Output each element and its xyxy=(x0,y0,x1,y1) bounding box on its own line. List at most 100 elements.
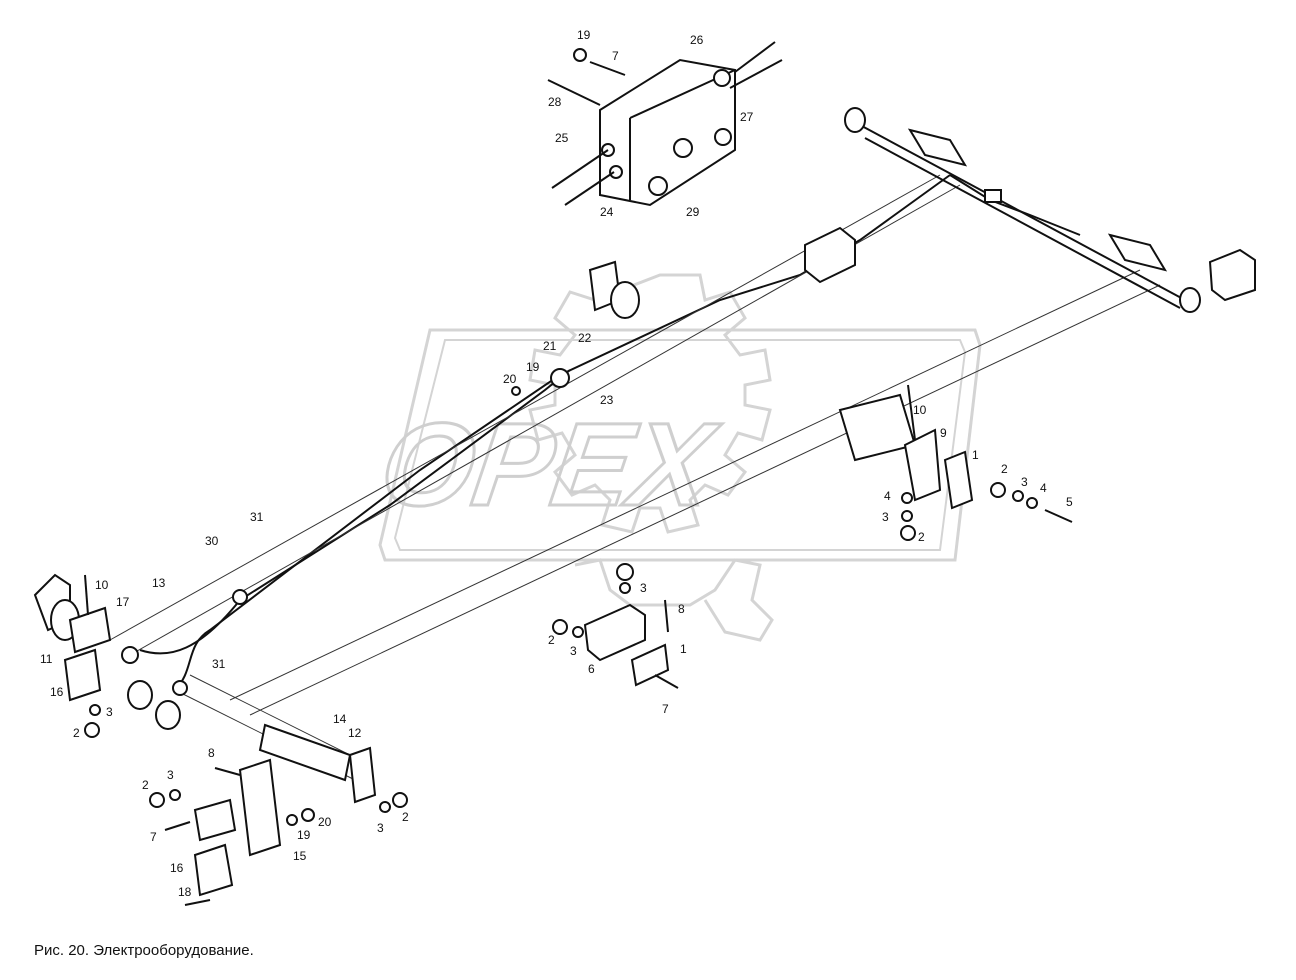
right-bolt-5 xyxy=(1044,509,1073,523)
callout-left-10: 10 xyxy=(95,578,109,592)
callout-right-3b: 3 xyxy=(882,510,889,524)
hanger-tube xyxy=(610,281,640,319)
lamp-cable xyxy=(949,174,1081,236)
center-hanger xyxy=(511,260,640,396)
right-bracket-9 xyxy=(903,428,942,502)
terminal-nut-3 xyxy=(673,138,693,158)
rail-4 xyxy=(249,284,1161,716)
callout-right-2b: 2 xyxy=(918,530,925,544)
callout-left-17: 17 xyxy=(116,595,130,609)
wire-out-2 xyxy=(729,59,783,89)
watermark-gear xyxy=(528,273,772,534)
callout-cen-8: 8 xyxy=(678,602,685,616)
junction-box xyxy=(547,41,783,207)
callout-cen-2: 2 xyxy=(548,633,555,647)
left-washer-3c xyxy=(169,789,181,801)
callout-left-3c: 3 xyxy=(167,768,174,782)
callout-cen-1: 1 xyxy=(680,642,687,656)
right-nut-2b xyxy=(900,525,916,541)
left-bracket-15 xyxy=(238,758,282,857)
left-assembly xyxy=(33,573,408,906)
left-plate-lower xyxy=(193,798,237,842)
right-washer-3 xyxy=(1012,490,1024,502)
left-clamp-17 xyxy=(68,606,112,654)
wire-out-3 xyxy=(551,149,609,189)
callout-top-29: 29 xyxy=(686,205,700,219)
bracket-right xyxy=(1208,248,1256,302)
branch-cable xyxy=(139,369,571,655)
left-bolt-10 xyxy=(84,574,89,616)
callout-left-2c: 2 xyxy=(142,778,149,792)
left-grommet-31a xyxy=(232,589,248,605)
callout-left-11: 11 xyxy=(40,652,53,666)
left-grommet-31b xyxy=(172,680,188,696)
left-nut-2b xyxy=(392,792,408,808)
right-nut-2 xyxy=(990,482,1006,498)
callout-left-3b: 3 xyxy=(377,821,384,835)
terminal-nut-2 xyxy=(714,128,732,146)
right-tube xyxy=(838,393,917,462)
lamp-bar-eye-right xyxy=(1179,287,1201,313)
callout-left-12: 12 xyxy=(348,726,362,740)
callout-left-8: 8 xyxy=(208,746,215,760)
rail-3 xyxy=(229,269,1141,701)
wiring xyxy=(139,174,1081,691)
callout-left-16a: 16 xyxy=(50,685,64,699)
callout-top-19: 19 xyxy=(577,28,591,42)
left-nut-2 xyxy=(84,722,100,738)
callout-cen-3: 3 xyxy=(640,581,647,595)
lamp-bar-tube xyxy=(859,124,1186,301)
cen-bolt-7 xyxy=(654,674,679,689)
callout-mid-23: 23 xyxy=(600,393,614,407)
callout-right-3a: 3 xyxy=(1021,475,1028,489)
rear-lamp-bar xyxy=(804,107,1256,313)
lamp-bar-eye-left xyxy=(844,107,866,133)
left-nut-20 xyxy=(301,808,315,822)
callout-left-7: 7 xyxy=(150,830,157,844)
cen-washer-3 xyxy=(572,626,584,638)
callout-left-30: 30 xyxy=(205,534,219,548)
left-plate-12 xyxy=(348,746,377,804)
callout-mid-20: 20 xyxy=(503,372,517,386)
terminal-nut-1 xyxy=(713,69,731,87)
callout-left-3: 3 xyxy=(106,705,113,719)
callout-cen-6: 6 xyxy=(588,662,595,676)
callout-right-4a: 4 xyxy=(1040,481,1047,495)
callout-mid-19: 19 xyxy=(526,360,540,374)
terminal-nut-4 xyxy=(648,176,668,196)
callout-left-31a: 31 xyxy=(250,510,264,524)
nut-20 xyxy=(511,386,521,396)
callout-top-25: 25 xyxy=(555,131,569,145)
left-bolt-7 xyxy=(164,821,191,831)
lamp-bar-tube-2 xyxy=(864,137,1181,309)
callout-left-2b: 2 xyxy=(402,810,409,824)
callout-top-7: 7 xyxy=(612,49,619,63)
left-lamp-a xyxy=(127,680,153,710)
left-grommet-13 xyxy=(121,646,139,664)
callout-mid-21: 21 xyxy=(543,339,557,353)
right-mount xyxy=(838,384,1073,541)
callout-top-24: 24 xyxy=(600,205,614,219)
lamp-left xyxy=(907,128,968,167)
callout-right-10: 10 xyxy=(913,403,927,417)
left-washer-3 xyxy=(89,704,101,716)
watermark: OPEX xyxy=(372,273,982,642)
left-washer-3b xyxy=(379,801,391,813)
washer-19-top xyxy=(573,48,587,62)
callout-left-18: 18 xyxy=(178,885,192,899)
cen-washer xyxy=(619,582,631,594)
right-plate-1 xyxy=(943,450,974,510)
figure-caption: Рис. 20. Электрооборудование. xyxy=(34,942,254,959)
callout-right-2a: 2 xyxy=(1001,462,1008,476)
right-washer-4 xyxy=(1026,497,1038,509)
bolt-28 xyxy=(547,79,601,106)
cen-plate-6 xyxy=(583,603,646,662)
callout-left-14: 14 xyxy=(333,712,347,726)
callout-right-4b: 4 xyxy=(884,489,891,503)
rail-6 xyxy=(189,674,371,766)
callout-left-20: 20 xyxy=(318,815,332,829)
callout-left-15: 15 xyxy=(293,849,307,863)
callout-left-13: 13 xyxy=(152,576,166,590)
